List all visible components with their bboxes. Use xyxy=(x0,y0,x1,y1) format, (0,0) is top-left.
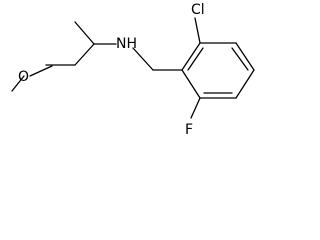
bond-ch2-to-o-diagonal xyxy=(29,65,53,77)
structure-diagram: NH O Cl F xyxy=(11,2,255,138)
nh-label: NH xyxy=(116,36,137,52)
bond-methyl xyxy=(74,21,95,45)
bond-ch-to-ch2 xyxy=(74,43,95,66)
ring-bond-3 xyxy=(235,42,255,71)
ring-double-2 xyxy=(231,47,249,71)
ring-bond-6 xyxy=(181,69,201,99)
fluorine-label: F xyxy=(185,122,193,138)
ring-bond-1 xyxy=(181,42,201,71)
bond-ring-to-f xyxy=(190,97,201,119)
chlorine-label: Cl xyxy=(191,2,205,18)
bond-ring-to-cl xyxy=(194,17,201,44)
molecule-svg: NH O Cl F xyxy=(11,2,255,138)
oxygen-label: O xyxy=(18,69,29,85)
bond-o-to-methyl xyxy=(11,75,25,92)
ring-double-1 xyxy=(187,47,204,71)
bond-nh-to-ch2 xyxy=(132,47,154,71)
ring-bond-4 xyxy=(235,69,255,99)
